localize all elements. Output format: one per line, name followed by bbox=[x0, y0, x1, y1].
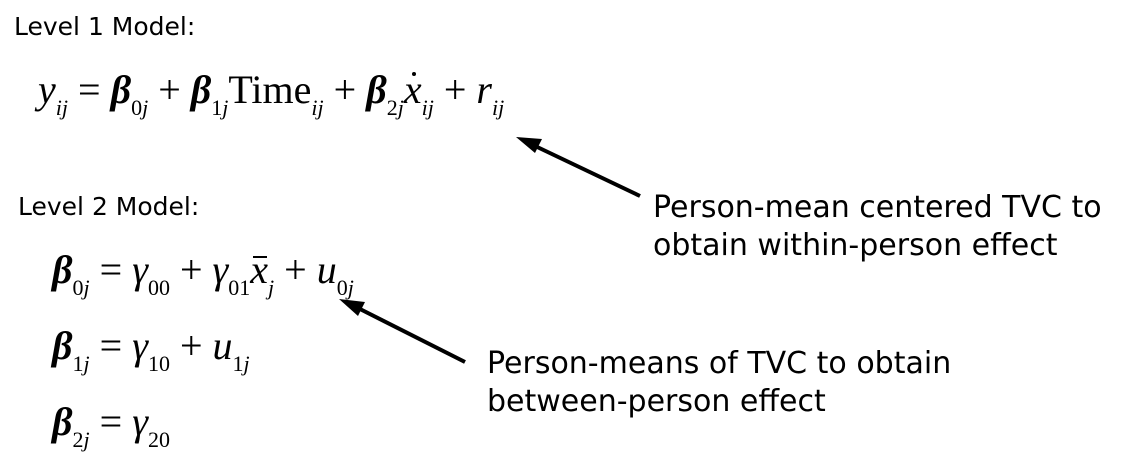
between-arrow-head bbox=[339, 299, 365, 316]
level2-heading: Level 2 Model: bbox=[18, 192, 200, 221]
x-dot: x bbox=[403, 67, 422, 112]
beta2-equation: β2j = γ20 bbox=[52, 399, 170, 452]
within-annotation-line2: obtain within-person effect bbox=[653, 228, 1058, 263]
between-annotation-line2: between-person effect bbox=[487, 384, 826, 419]
between-arrow-line bbox=[355, 305, 466, 364]
within-annotation-line1: Person-mean centered TVC to bbox=[653, 190, 1102, 225]
level1-equation: yij = β0j + β1jTimeij + β2jxij + rij bbox=[38, 67, 505, 120]
within-arrow-head bbox=[516, 137, 542, 153]
x-bar: x bbox=[250, 247, 269, 292]
beta0-equation: β0j = γ00 + γ01xj + u0j bbox=[52, 247, 354, 300]
within-annotation: Person-mean centered TVC to obtain withi… bbox=[653, 189, 1102, 265]
beta1-equation: β1j = γ10 + u1j bbox=[52, 323, 250, 376]
within-arrow-line bbox=[532, 143, 641, 198]
between-annotation-line1: Person-means of TVC to obtain bbox=[487, 346, 952, 381]
between-annotation: Person-means of TVC to obtain between-pe… bbox=[487, 345, 951, 421]
level1-heading: Level 1 Model: bbox=[14, 12, 196, 41]
